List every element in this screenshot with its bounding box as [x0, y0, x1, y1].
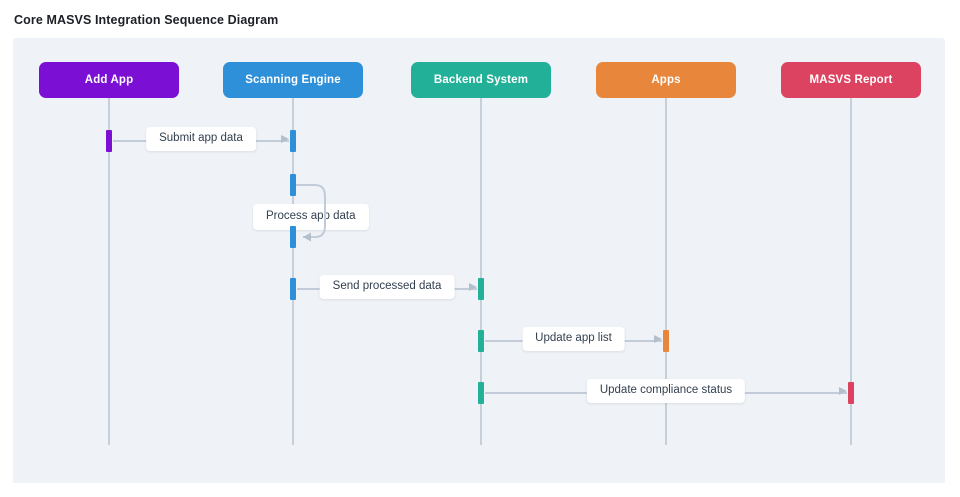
self-message-process-app-data: [293, 184, 343, 243]
activation-bar-apps: [663, 330, 669, 352]
activation-bar-masvs-report: [848, 382, 854, 404]
participant-label: Add App: [84, 74, 134, 86]
arrowhead-icon: [469, 282, 477, 291]
activation-bar-backend-system: [478, 382, 484, 404]
participant-box-scanning-engine[interactable]: Scanning Engine: [223, 62, 363, 98]
message-label-update-compliance-status: Update compliance status: [586, 379, 746, 403]
message-label-submit-app-data: Submit app data: [146, 127, 256, 151]
message-label-update-app-list: Update app list: [522, 327, 625, 351]
participant-label: Scanning Engine: [245, 74, 341, 86]
activation-bar-backend-system: [478, 278, 484, 300]
activation-bar-scanning-engine: [290, 174, 296, 196]
message-update-compliance-status: Update compliance status: [485, 379, 847, 405]
participant-box-apps[interactable]: Apps: [596, 62, 736, 98]
participant-box-add-app[interactable]: Add App: [39, 62, 179, 98]
lifeline-add-app: [108, 98, 110, 445]
message-update-app-list: Update app list: [485, 327, 662, 353]
message-send-processed-data: Send processed data: [297, 275, 477, 301]
message-submit-app-data: Submit app data: [113, 127, 289, 153]
participant-label: Backend System: [433, 74, 529, 86]
message-label-send-processed-data: Send processed data: [319, 275, 455, 299]
activation-bar-scanning-engine: [290, 278, 296, 300]
arrowhead-icon: [303, 232, 311, 242]
page-title: Core MASVS Integration Sequence Diagram: [14, 13, 279, 27]
participant-label: Apps: [651, 74, 681, 86]
participant-masvs-report: MASVS Report: [781, 38, 921, 478]
lifeline-scanning-engine: [292, 98, 294, 445]
arrowhead-icon: [654, 334, 662, 343]
participant-add-app: Add App: [39, 38, 179, 478]
message-label-process-app-data: Process app data: [253, 204, 369, 230]
activation-bar-scanning-engine: [290, 226, 296, 248]
activation-bar-add-app: [106, 130, 112, 152]
activation-bar-backend-system: [478, 330, 484, 352]
sequence-diagram-canvas: Add App Scanning Engine Backend System Apps…: [13, 38, 945, 483]
lifeline-apps: [665, 98, 667, 445]
participant-apps: Apps: [596, 38, 736, 478]
participant-backend-system: Backend System: [411, 38, 551, 478]
activation-bar-scanning-engine: [290, 130, 296, 152]
participant-label: MASVS Report: [809, 74, 893, 86]
arrowhead-icon: [839, 386, 847, 395]
participant-scanning-engine: Scanning Engine: [223, 38, 363, 478]
participant-box-backend-system[interactable]: Backend System: [411, 62, 551, 98]
participant-box-masvs-report[interactable]: MASVS Report: [781, 62, 921, 98]
arrowhead-icon: [281, 134, 289, 143]
lifeline-backend-system: [480, 98, 482, 445]
lifeline-masvs-report: [850, 98, 852, 445]
